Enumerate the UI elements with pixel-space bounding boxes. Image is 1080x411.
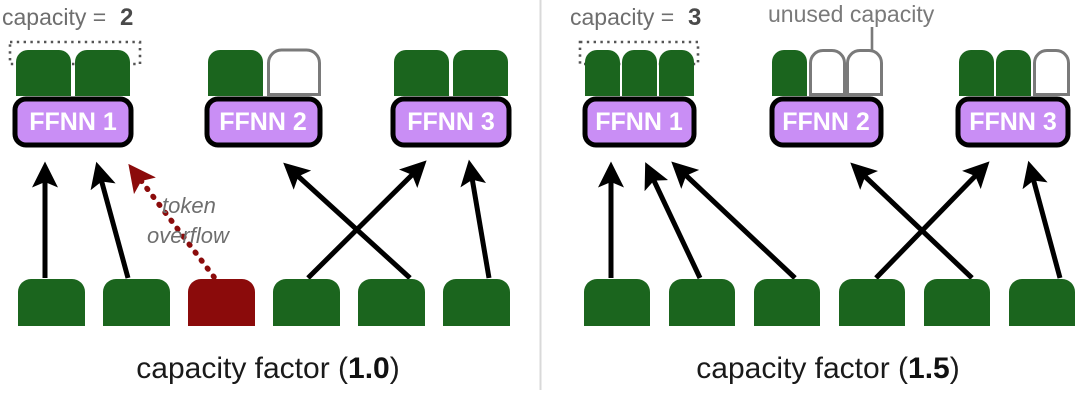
expert-box-ffnn-1[interactable] xyxy=(582,96,697,148)
caption-suffix: ) xyxy=(390,352,400,385)
caption-prefix: capacity factor ( xyxy=(696,352,908,385)
route-arrow xyxy=(874,161,990,280)
token-overflow-arrow xyxy=(128,163,217,280)
expert-slot-filled xyxy=(75,50,130,96)
route-arrow xyxy=(644,162,703,280)
expert-box-ffnn-2[interactable] xyxy=(204,96,323,148)
panel-caption-right: capacity factor (1.5) xyxy=(696,352,959,385)
expert-slot-filled xyxy=(996,50,1031,96)
expert-slot-filled xyxy=(208,50,263,96)
expert-slot-filled xyxy=(585,50,620,96)
input-token[interactable] xyxy=(18,279,85,326)
expert-box-ffnn-3[interactable] xyxy=(390,96,512,148)
expert-slot-filled xyxy=(772,50,807,96)
expert-label: FFNN 1 xyxy=(595,108,683,136)
input-token[interactable] xyxy=(669,279,735,326)
expert-slot-empty xyxy=(809,49,846,96)
input-token[interactable] xyxy=(358,279,425,326)
expert-group-left-2: FFNN 3 xyxy=(390,50,512,148)
expert-group-right-1: FFNN 2 xyxy=(769,49,884,148)
expert-slot-empty xyxy=(846,49,883,96)
expert-label: FFNN 2 xyxy=(782,108,870,136)
route-arrow xyxy=(306,160,427,280)
input-token[interactable] xyxy=(1009,279,1075,326)
token-overflow-note-line2: overflow xyxy=(147,223,231,248)
panel-caption-left: capacity factor (1.0) xyxy=(136,352,399,385)
expert-slot-filled xyxy=(622,50,657,96)
capacity-value-left: 2 xyxy=(120,4,133,31)
input-token[interactable] xyxy=(924,279,990,326)
caption-value: 1.5 xyxy=(908,352,950,385)
token-overflow-note-line1: token xyxy=(162,193,216,218)
expert-group-right-2: FFNN 3 xyxy=(955,49,1071,148)
expert-group-left-0: FFNN 1 xyxy=(12,50,134,148)
expert-slot-empty xyxy=(267,48,321,96)
input-token[interactable] xyxy=(273,279,340,326)
caption-suffix: ) xyxy=(950,352,960,385)
caption-value: 1.0 xyxy=(348,352,390,385)
expert-slot-empty xyxy=(1033,49,1070,96)
route-arrow xyxy=(671,161,797,280)
route-arrow xyxy=(90,161,131,279)
capacity-bracket-left xyxy=(8,40,142,66)
route-arrow xyxy=(850,162,974,280)
expert-group-right-0: FFNN 1 xyxy=(582,50,697,148)
input-token[interactable] xyxy=(584,279,650,326)
expert-box-ffnn-1[interactable] xyxy=(12,96,134,148)
capacity-value-right: 3 xyxy=(688,4,701,31)
input-token[interactable] xyxy=(754,279,820,326)
caption-prefix: capacity factor ( xyxy=(136,352,348,385)
route-arrow xyxy=(1022,160,1063,279)
expert-label: FFNN 3 xyxy=(407,108,495,136)
expert-slot-filled xyxy=(959,50,994,96)
input-token-overflow[interactable] xyxy=(188,279,255,326)
input-token[interactable] xyxy=(839,279,905,326)
capacity-label-left: capacity = xyxy=(2,4,106,30)
input-token[interactable] xyxy=(443,279,510,326)
expert-box-ffnn-3[interactable] xyxy=(955,96,1071,148)
expert-label: FFNN 1 xyxy=(29,108,117,136)
expert-group-left-1: FFNN 2 xyxy=(204,48,323,148)
capacity-label-right: capacity = xyxy=(570,4,674,30)
expert-slot-filled xyxy=(16,50,71,96)
panel-right: capacity = 3 unused capacity FFNN 1 FFNN… xyxy=(570,1,1075,385)
expert-slot-filled xyxy=(394,50,449,96)
panel-left: capacity = 2 FFNN 1 FFNN 2 FFNN 3 xyxy=(2,4,512,385)
expert-box-ffnn-2[interactable] xyxy=(769,96,884,148)
expert-label: FFNN 3 xyxy=(969,108,1057,136)
route-arrow xyxy=(460,159,492,279)
input-token[interactable] xyxy=(103,279,170,326)
unused-capacity-note: unused capacity xyxy=(768,1,935,27)
expert-label: FFNN 2 xyxy=(219,108,307,136)
expert-slot-filled xyxy=(659,50,694,96)
route-arrow xyxy=(283,162,412,280)
expert-slot-filled xyxy=(453,50,508,96)
